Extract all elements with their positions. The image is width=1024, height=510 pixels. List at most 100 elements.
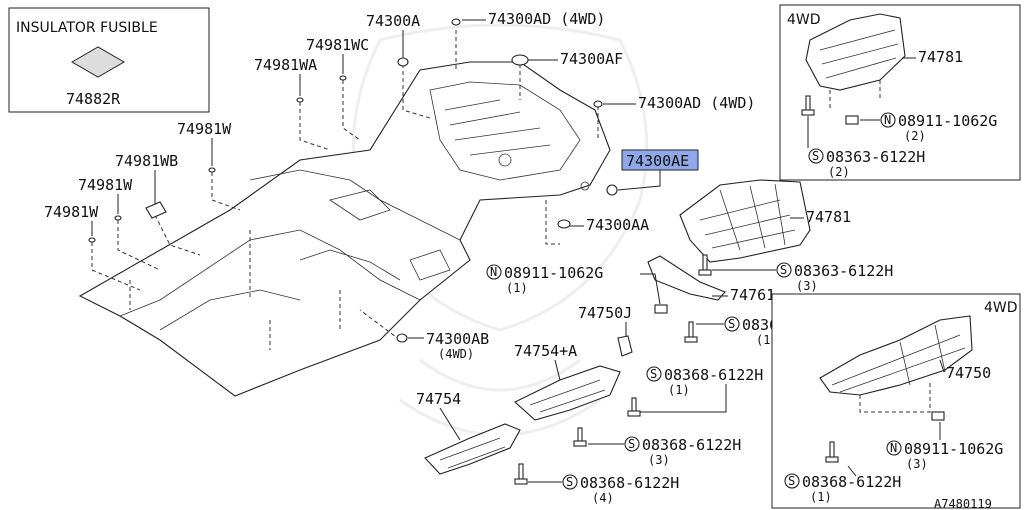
label-08368-c-qty: (3): [648, 453, 670, 467]
leader-lines: [91, 30, 599, 350]
bolt-icon[interactable]: [627, 397, 641, 417]
plug-74300AF[interactable]: [511, 54, 529, 66]
label-74300AB[interactable]: 74300AB: [426, 330, 489, 348]
insulator-74750J[interactable]: [617, 335, 633, 357]
inset-bottom-bolt[interactable]: 08368-6122H: [802, 473, 901, 491]
inset-top-bolt[interactable]: 08363-6122H: [826, 148, 925, 166]
label-74750J[interactable]: 74750J: [578, 304, 632, 322]
plug-74300AD-mid[interactable]: [593, 100, 603, 108]
inset-bottom-nut-qty: (3): [906, 457, 928, 471]
label-08368-d[interactable]: 08368-6122H: [580, 474, 679, 492]
plug-74981WA[interactable]: [296, 97, 304, 103]
label-74300AF[interactable]: 74300AF: [560, 50, 623, 68]
svg-text:S: S: [566, 475, 573, 489]
floor-panel: [78, 61, 611, 397]
nut-marker: N: [880, 112, 896, 128]
svg-text:S: S: [728, 317, 735, 331]
inset-bottom-nut[interactable]: 08911-1062G: [904, 440, 1003, 458]
plug-74981WB[interactable]: [145, 201, 167, 219]
label-74981WC[interactable]: 74981WC: [306, 36, 369, 54]
plug-74300AE[interactable]: [606, 184, 618, 196]
bolt-marker: S: [646, 366, 662, 382]
plug-74300AA[interactable]: [557, 219, 571, 229]
bolt-icon[interactable]: [825, 441, 839, 463]
bolt-marker: S: [624, 436, 640, 452]
label-74981W-2[interactable]: 74981W: [78, 176, 133, 194]
label-08363-mid[interactable]: 08363-6122H: [794, 262, 893, 280]
insulator-74761[interactable]: [647, 255, 726, 301]
inset-bottom-insulator[interactable]: [819, 315, 973, 413]
nut-icon[interactable]: [845, 115, 859, 125]
insulator-pad-icon: [70, 46, 126, 78]
plug-74300AB[interactable]: [396, 333, 408, 343]
label-74300AE[interactable]: 74300AE: [626, 152, 689, 170]
callout-labels: 74300A 74300AD (4WD) 74981WC 74981WA 743…: [44, 10, 893, 505]
svg-text:S: S: [780, 263, 787, 277]
plug-74300AD-top[interactable]: [451, 18, 461, 26]
inset-top-nut[interactable]: 08911-1062G: [898, 112, 997, 130]
bolt-icon[interactable]: [801, 95, 815, 116]
inset-top-nut-qty: (2): [904, 129, 926, 143]
label-08368-c[interactable]: 08368-6122H: [642, 436, 741, 454]
label-08368-b[interactable]: 08368-6122H: [664, 366, 763, 384]
label-74300AD-top[interactable]: 74300AD (4WD): [488, 10, 605, 28]
label-74300AA[interactable]: 74300AA: [586, 216, 649, 234]
legend-box: INSULATOR FUSIBLE 74882R: [8, 7, 210, 113]
inset-top-label: 4WD: [787, 12, 821, 28]
plug-74981W-b[interactable]: [114, 215, 122, 221]
svg-text:N: N: [890, 441, 897, 455]
bolt-icon[interactable]: [573, 427, 587, 447]
label-74781-mid[interactable]: 74781: [806, 208, 851, 226]
inset-top-insulator[interactable]: [805, 13, 906, 110]
inset-top-4wd: 4WD 74781 N 08911-1062G (2) S 08363-6122…: [779, 4, 1021, 181]
label-08363-mid-qty: (3): [796, 279, 818, 293]
inset-top-part[interactable]: 74781: [918, 48, 963, 66]
nut-icon[interactable]: [654, 304, 668, 314]
svg-text:N: N: [884, 113, 891, 127]
label-74981W-1[interactable]: 74981W: [177, 120, 232, 138]
label-74754[interactable]: 74754: [416, 390, 461, 408]
plug-74300A[interactable]: [397, 57, 409, 67]
inset-bottom-bolt-qty: (1): [810, 490, 832, 504]
label-74754A[interactable]: 74754+A: [514, 342, 577, 360]
inset-bottom-label: 4WD: [984, 300, 1018, 316]
label-74981WA[interactable]: 74981WA: [254, 56, 317, 74]
inset-top-bolt-qty: (2): [828, 165, 850, 179]
insulator-74781-mid[interactable]: [679, 179, 811, 263]
label-74300AB-qty: (4WD): [438, 347, 474, 361]
legend-label: INSULATOR FUSIBLE: [16, 20, 158, 36]
nut-icon[interactable]: [931, 411, 945, 421]
bolt-marker: S: [784, 473, 800, 489]
bolt-icon[interactable]: [514, 463, 528, 485]
inset-bottom-4wd: 4WD 74750 N 08911-1062G (3) S 08368-6122…: [771, 293, 1021, 509]
bolt-marker: S: [776, 262, 792, 278]
svg-text:N: N: [490, 265, 497, 279]
svg-text:S: S: [650, 367, 657, 381]
insulator-74754[interactable]: [424, 423, 521, 475]
inset-bottom-part[interactable]: 74750: [946, 364, 991, 382]
svg-text:S: S: [628, 437, 635, 451]
label-74981W-3[interactable]: 74981W: [44, 203, 99, 221]
bolt-marker: S: [724, 316, 740, 332]
plug-74981WC[interactable]: [339, 75, 347, 81]
label-74761[interactable]: 74761: [730, 286, 775, 304]
label-08368-d-qty: (4): [592, 491, 614, 505]
nut-marker: N: [486, 264, 502, 280]
insulator-74754A[interactable]: [514, 365, 621, 421]
label-08911-mid-qty: (1): [506, 281, 528, 295]
label-74300AD-mid[interactable]: 74300AD (4WD): [638, 94, 755, 112]
plug-74981W-a[interactable]: [88, 237, 96, 243]
drawing-number: A7480119: [934, 497, 992, 510]
bolt-marker: S: [562, 474, 578, 490]
label-08368-b-qty: (1): [668, 383, 690, 397]
svg-text:S: S: [788, 474, 795, 488]
label-74300A[interactable]: 74300A: [366, 12, 420, 30]
label-08911-mid[interactable]: 08911-1062G: [504, 264, 603, 282]
legend-part-number[interactable]: 74882R: [66, 90, 121, 108]
nut-marker: N: [886, 440, 902, 456]
bolt-icon[interactable]: [684, 321, 698, 343]
label-74981WB[interactable]: 74981WB: [115, 152, 178, 170]
bolt-icon[interactable]: [698, 254, 712, 276]
plug-74981W-c[interactable]: [208, 167, 216, 173]
